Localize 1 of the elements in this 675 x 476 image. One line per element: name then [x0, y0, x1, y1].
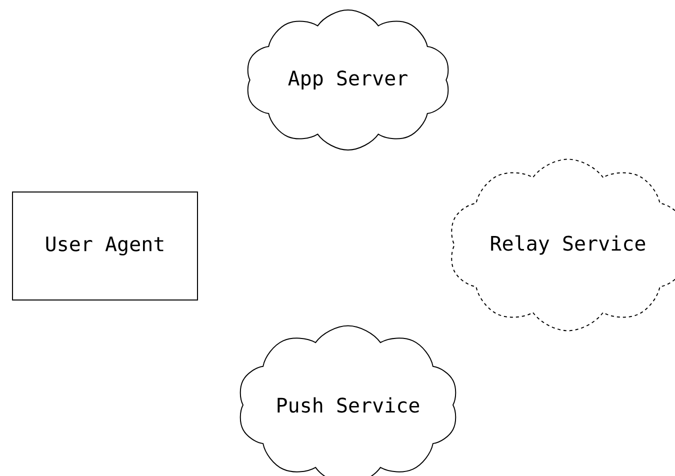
process-box: User Agent: [12, 192, 198, 300]
